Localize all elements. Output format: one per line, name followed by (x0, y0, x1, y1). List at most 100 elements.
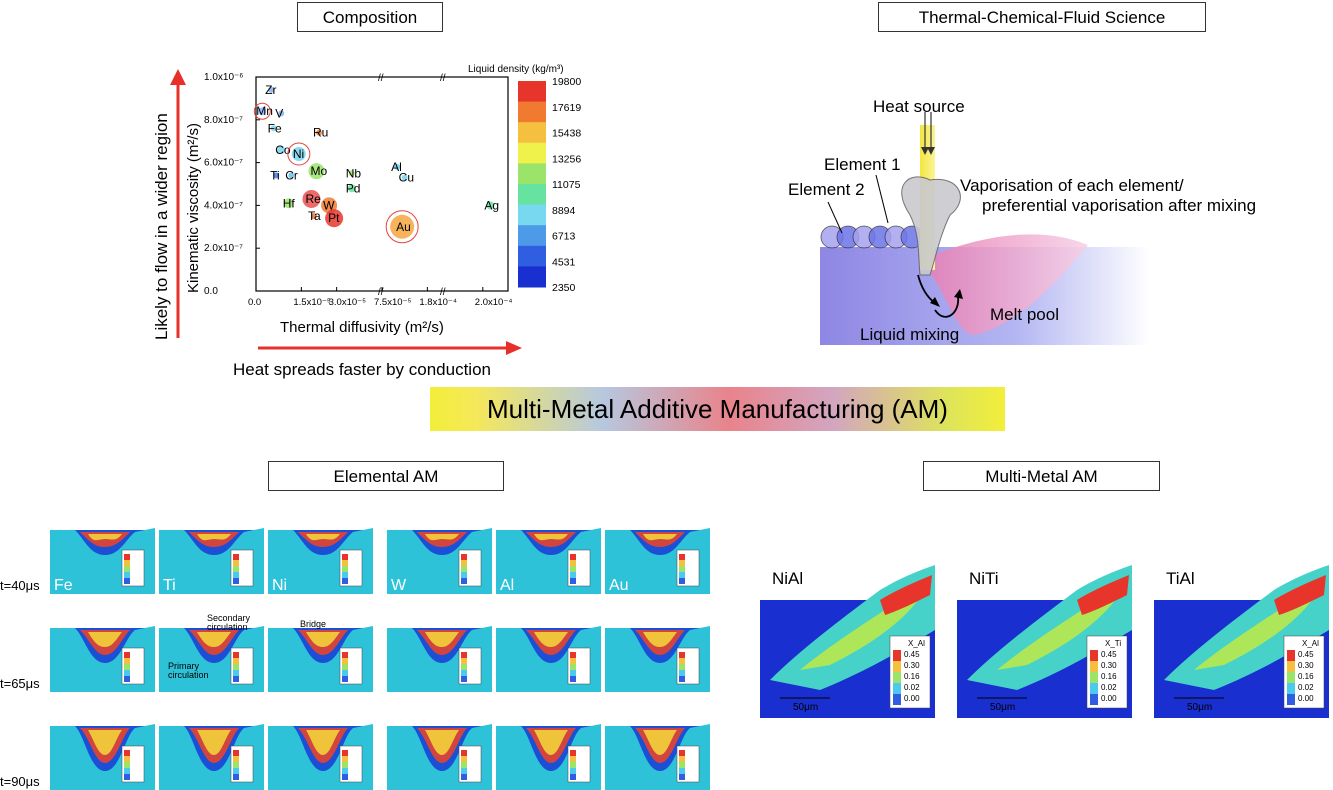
elemental-sim-panel (496, 706, 601, 790)
scatter-point (308, 163, 325, 180)
composition-label: Composition (297, 2, 443, 32)
colorbar-tick: 8894 (552, 205, 576, 217)
scatter-point (277, 145, 286, 154)
colorbar-segment (518, 142, 546, 164)
scatter-point (268, 86, 275, 93)
colorbar-segment (518, 204, 546, 226)
heat-arrow-head (506, 341, 522, 355)
point-label: Pd (346, 181, 361, 195)
x-tick-label: 3.0x10⁻⁵ (329, 297, 367, 308)
legend-title: X_Ti (1105, 639, 1121, 648)
point-ring (287, 142, 311, 166)
legend-title: X_Al (1302, 639, 1319, 648)
elemental-sim-panel (605, 608, 710, 692)
scatter-point (270, 125, 277, 132)
colorbar-segment (518, 122, 546, 144)
tcfs-schematic: Heat source Element 1 Element 2 Vaporisa… (788, 97, 1256, 345)
vapour-label-1: Vaporisation of each element/ (960, 176, 1184, 195)
y-tick-label: 1.0x10⁻⁶ (204, 72, 243, 83)
point-label: Ag (484, 198, 499, 212)
colorbar-segment (518, 163, 546, 185)
y-tick-label: 2.0x10⁻⁷ (204, 243, 243, 254)
scale-label: 50μm (793, 702, 818, 713)
scatter-point (325, 209, 344, 228)
legend-tick: 0.30 (1101, 661, 1117, 670)
elemental-sim-panel (268, 706, 373, 790)
elemental-sim-panel: Ni (268, 510, 373, 594)
panel-title: TiAl (1166, 569, 1195, 588)
x-tick-label: 0.0 (248, 297, 261, 308)
scale-label: 50μm (1187, 702, 1212, 713)
elemental-sim-panel: Al (496, 510, 601, 594)
point-label: Pt (328, 211, 340, 225)
elemental-sim-panel (387, 706, 492, 790)
scatter-point (288, 172, 295, 179)
am-banner: Multi-Metal Additive Manufacturing (AM) (430, 387, 1005, 431)
elemental-sim-panel (605, 706, 710, 790)
point-label: Au (396, 220, 411, 234)
elemental-sim-panel (159, 608, 264, 692)
y-tick-label: 0.0 (204, 286, 218, 297)
metal-label: Ti (163, 577, 176, 594)
heat-source-label: Heat source (873, 97, 965, 116)
point-ring (253, 102, 271, 120)
vapour-plume (901, 176, 961, 276)
x-tick-label: 2.0x10⁻⁴ (475, 297, 513, 308)
elemental-sim-panel (387, 608, 492, 692)
axis-break: // (440, 73, 446, 84)
point-label: Ta (308, 209, 321, 223)
point-label: Re (305, 192, 321, 206)
colorbar-segment (518, 266, 546, 288)
time-label: t=65μs (0, 676, 40, 691)
point-label: Ru (313, 126, 328, 140)
elemental-sim-panel: Fe (50, 510, 155, 594)
scatter-point (258, 107, 267, 116)
scatter-point (316, 129, 322, 136)
legend-tick: 0.45 (904, 650, 920, 659)
melt-pool-label: Melt pool (990, 305, 1059, 324)
legend-tick: 0.16 (1298, 672, 1314, 681)
scale-label: 50μm (990, 702, 1015, 713)
powder-particles (820, 225, 924, 249)
x-tick-label: 1.5x10⁻⁵ (293, 297, 331, 308)
point-label: Zr (265, 83, 276, 97)
scatter-point (283, 198, 294, 209)
legend-tick: 0.30 (904, 661, 920, 670)
metal-label: Fe (54, 577, 73, 594)
x-axis-label: Thermal diffusivity (m²/s) (280, 319, 444, 336)
scatter-point (302, 189, 321, 208)
x-tick-label: 7.5x10⁻⁵ (374, 297, 412, 308)
composition-chart: Likely to flow in a wider region Kinemat… (152, 64, 581, 379)
plot-frame (255, 76, 509, 292)
colorbar-tick: 4531 (552, 256, 576, 268)
panel-title: NiAl (772, 569, 803, 588)
point-label: Nb (346, 166, 362, 180)
legend-title: X_Al (908, 639, 925, 648)
colorbar-tick: 13256 (552, 153, 581, 165)
point-label: Mn (256, 104, 273, 118)
flow-arrow-label: Likely to flow in a wider region (152, 113, 171, 340)
axis-break: // (378, 73, 384, 84)
legend-tick: 0.45 (1298, 650, 1314, 659)
point-label: W (323, 198, 335, 212)
y-tick-label: 4.0x10⁻⁷ (204, 200, 243, 211)
vapour-label-2: preferential vaporisation after mixing (982, 196, 1256, 215)
melt-pool-shape (920, 234, 1088, 335)
time-label: t=40μs (0, 578, 40, 593)
point-label: V (275, 106, 283, 120)
elemental-label: Elemental AM (268, 461, 504, 491)
point-label: Fe (268, 121, 282, 135)
element2-label: Element 2 (788, 180, 865, 199)
metal-label: Au (609, 577, 629, 594)
panel-title: NiTi (969, 569, 999, 588)
colorbar-tick: 19800 (552, 76, 581, 88)
elemental-sim-panel (50, 706, 155, 790)
point-label: Cr (285, 168, 298, 182)
legend-tick: 0.00 (904, 694, 920, 703)
